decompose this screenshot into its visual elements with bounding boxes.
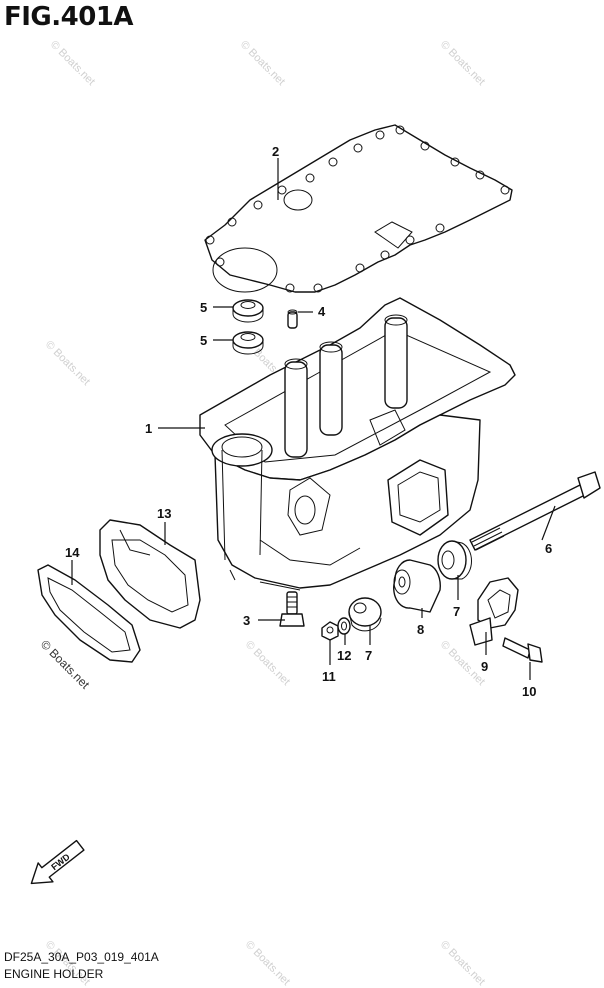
gasket-part-14 <box>37 564 141 663</box>
footer-code: DF25A_30A_P03_019_401A <box>4 950 159 964</box>
callout-12: 12 <box>337 648 351 663</box>
watermark-dark: © Boats.net <box>38 637 93 692</box>
pin-part-4 <box>287 309 298 329</box>
footer-name: ENGINE HOLDER <box>4 967 104 981</box>
watermark: © Boats.net <box>43 339 92 388</box>
callouts: 2 5 4 5 1 13 6 14 7 3 8 7 12 9 11 10 <box>65 144 552 699</box>
callout-5: 5 <box>200 300 207 315</box>
callout-3: 3 <box>243 613 250 628</box>
cover-part-13 <box>99 519 201 629</box>
callout-14: 14 <box>65 545 80 560</box>
callout-9: 9 <box>481 659 488 674</box>
callout-5: 5 <box>200 333 207 348</box>
watermark: © Boats.net <box>243 639 292 688</box>
figure-title: FIG.401A <box>4 2 134 32</box>
callout-6: 6 <box>545 541 552 556</box>
watermark: © Boats.net <box>438 39 487 88</box>
gasket-part-2 <box>204 124 513 293</box>
bolt-part-3 <box>279 591 305 627</box>
seal-part-5-upper <box>232 299 264 323</box>
callout-2: 2 <box>272 144 279 159</box>
callout-7: 7 <box>365 648 372 663</box>
watermark: © Boats.net <box>438 639 487 688</box>
fwd-arrow: FWD <box>30 839 85 885</box>
callout-4: 4 <box>318 304 326 319</box>
watermark: © Boats.net <box>243 939 292 988</box>
mount-rubber-part-8 <box>393 559 441 613</box>
callout-13: 13 <box>157 506 171 521</box>
watermark: © Boats.net <box>48 39 97 88</box>
watermark: © Boats.net <box>438 939 487 988</box>
bracket-part-9 <box>469 577 519 646</box>
bolt-part-6 <box>469 471 601 551</box>
callout-10: 10 <box>522 684 536 699</box>
callout-11: 11 <box>322 669 336 684</box>
washer-part-7-right <box>437 540 473 580</box>
bolt-part-10 <box>502 637 543 663</box>
engine-holder-part-1 <box>199 297 516 591</box>
watermark: © Boats.net <box>238 39 287 88</box>
leader-lines <box>71 158 556 680</box>
callout-7: 7 <box>453 604 460 619</box>
callout-1: 1 <box>145 421 152 436</box>
washer-part-7-left <box>348 597 382 632</box>
callout-8: 8 <box>417 622 424 637</box>
nut-part-11 <box>321 621 339 641</box>
washer-part-12 <box>337 617 351 635</box>
